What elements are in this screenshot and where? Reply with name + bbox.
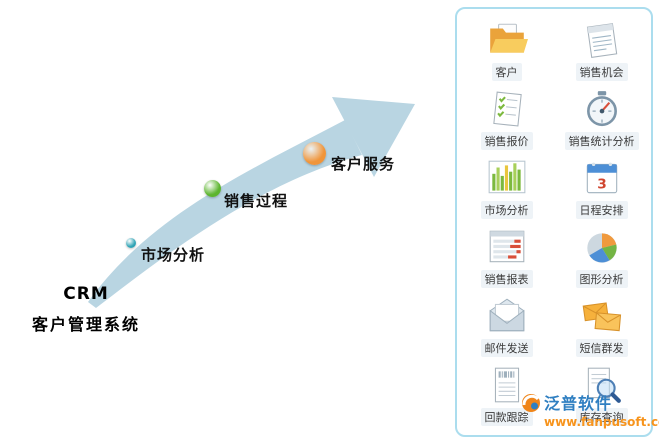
growth-arrow	[88, 97, 415, 308]
panel-item-label: 短信群发	[575, 338, 628, 357]
folder-icon	[489, 23, 528, 53]
panel-item-label: 日程安排	[575, 200, 628, 219]
report-icon	[489, 230, 524, 262]
gauge-icon	[586, 90, 617, 126]
panel-item-sms-broadcast[interactable]: 短信群发	[554, 291, 649, 360]
stage-label-sales-process: 销售过程	[224, 192, 289, 210]
panel-item-customers[interactable]: 客户	[459, 15, 554, 84]
magnifier-doc-icon	[587, 367, 621, 403]
panel-item-sales-report[interactable]: 销售报表	[459, 222, 554, 291]
panel-item-sales-quote[interactable]: 销售报价	[459, 84, 554, 153]
watermark-brand: 泛普软件	[544, 394, 613, 413]
crm-title: CRM 客户管理系统	[12, 284, 160, 335]
panel-item-schedule[interactable]: 3 日程安排	[554, 153, 649, 222]
process-diagram: 市场分析 销售过程 客户服务 CRM 客户管理系统	[12, 97, 415, 335]
panel-item-label: 邮件发送	[480, 338, 533, 357]
panel-item-chart-analysis[interactable]: 图形分析	[554, 222, 649, 291]
panel-item-label: 销售报表	[480, 269, 533, 288]
stage-dot-1	[204, 180, 221, 197]
panel-item-sales-stats[interactable]: 销售统计分析	[554, 84, 649, 153]
stage-dot-0	[126, 238, 136, 248]
panel-item-inventory-query[interactable]: 库存查询	[554, 360, 649, 429]
stage-label-customer-service: 客户服务	[331, 155, 396, 173]
panel-item-label: 销售机会	[575, 62, 628, 81]
checklist-icon	[492, 91, 522, 127]
svg-text:3: 3	[597, 176, 607, 192]
watermark-text: 泛普软件 www.fanpusoft.com	[544, 390, 659, 429]
panel-item-email-send[interactable]: 邮件发送	[459, 291, 554, 360]
panel-item-label: 销售报价	[480, 131, 533, 150]
crm-title-line2: 客户管理系统	[31, 315, 140, 334]
panel-item-label: 库存查询	[575, 407, 628, 426]
envelopes-icon	[582, 301, 621, 331]
module-panel: 客户 销售机会 销售报价	[455, 7, 653, 437]
panel-item-label: 客户	[491, 62, 522, 81]
panel-item-label: 销售统计分析	[564, 131, 639, 150]
stage-dot-2	[303, 142, 326, 165]
panel-item-label: 回款跟踪	[480, 407, 533, 426]
calendar-icon: 3	[586, 162, 617, 193]
watermark: 泛普软件 www.fanpusoft.com	[521, 390, 659, 429]
growth-arrow-shape	[88, 120, 362, 308]
envelope-icon	[489, 298, 524, 331]
panel-item-label: 图形分析	[575, 269, 628, 288]
stage-label-market: 市场分析	[141, 246, 206, 264]
panel-item-label: 市场分析	[480, 200, 533, 219]
bar-chart-icon	[488, 160, 525, 193]
watermark-url: www.fanpusoft.com	[544, 415, 659, 429]
growth-arrow-head	[332, 97, 415, 177]
notepad-icon	[586, 22, 617, 58]
pie-chart-icon	[586, 232, 617, 263]
invoice-icon	[494, 367, 519, 402]
panel-item-sales-opportunity[interactable]: 销售机会	[554, 15, 649, 84]
crm-title-line1: CRM	[63, 284, 109, 304]
fanpu-logo-icon	[522, 394, 540, 412]
panel-item-payment-tracking[interactable]: 回款跟踪	[459, 360, 554, 429]
panel-item-market-analysis[interactable]: 市场分析	[459, 153, 554, 222]
